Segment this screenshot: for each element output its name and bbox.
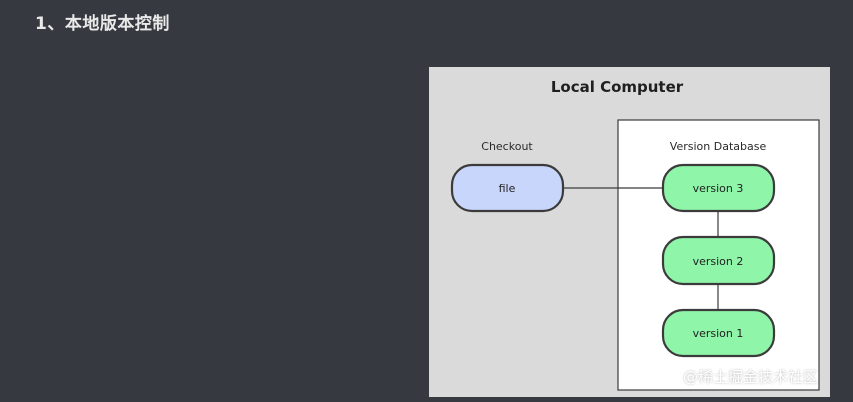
diagram-title: Local Computer — [551, 78, 684, 96]
version-2-label: version 2 — [693, 255, 744, 268]
version-1-label: version 1 — [693, 327, 744, 340]
version-3-label: version 3 — [693, 182, 744, 195]
version-1-node — [661, 308, 776, 358]
version-database-label: Version Database — [670, 140, 767, 153]
file-node-label: file — [499, 182, 516, 195]
section-heading: 1、本地版本控制 — [35, 14, 170, 34]
local-vcs-diagram: Local Computer Version Database Checkout… — [429, 67, 830, 397]
checkout-label: Checkout — [481, 140, 533, 153]
version-3-node — [661, 163, 776, 213]
version-2-node — [661, 235, 776, 286]
diagram-canvas: Local Computer Version Database Checkout… — [450, 78, 820, 391]
file-node — [450, 163, 565, 213]
watermark: @稀土掘金技术社区 — [682, 368, 818, 386]
